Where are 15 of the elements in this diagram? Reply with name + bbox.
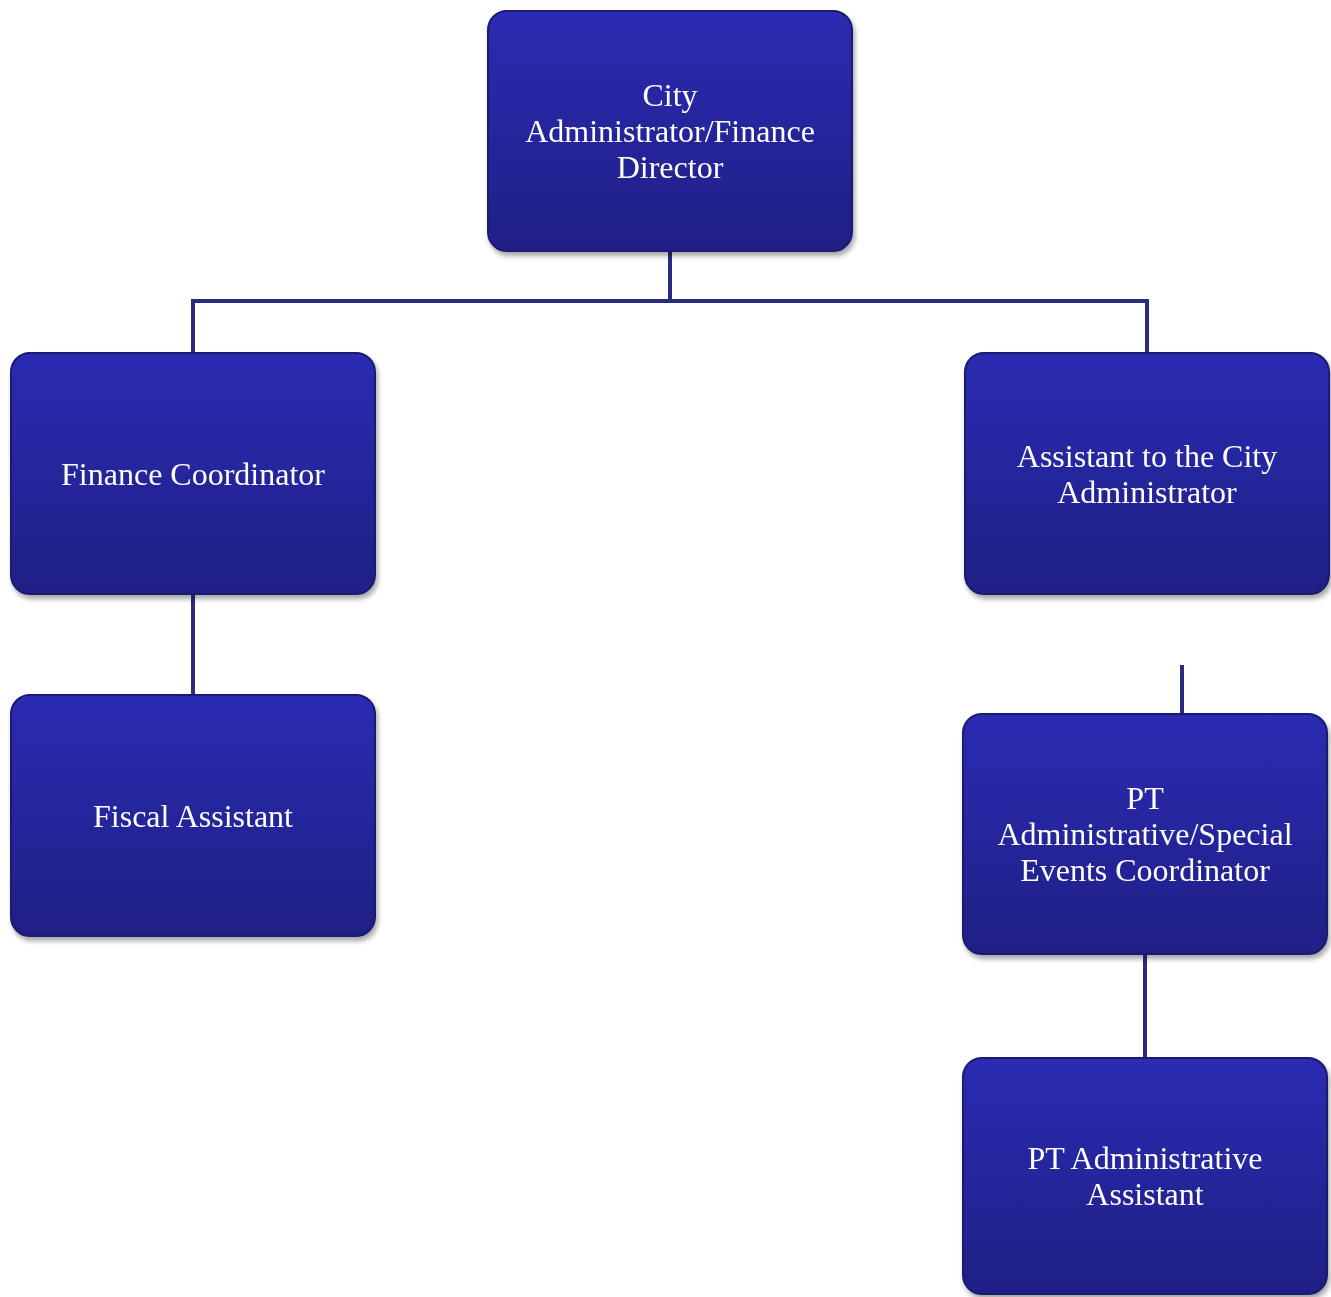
position-box	[487, 10, 853, 252]
position-box	[10, 352, 376, 595]
position-box	[962, 1057, 1328, 1295]
position-title: PT Administrative Assistant	[1026, 1140, 1264, 1212]
position-box	[962, 713, 1328, 955]
position-box	[964, 352, 1330, 595]
connector-line	[1180, 665, 1184, 713]
connector-line	[1143, 955, 1147, 1057]
position-title: PT Administrative/Special Events Coordinator	[996, 780, 1294, 888]
position-title: Fiscal Assistant	[93, 797, 293, 834]
connector-line	[191, 595, 195, 694]
position-title: City Administrator/Finance Director	[524, 77, 816, 185]
position-title: Finance Coordinator	[61, 455, 325, 492]
position-title: Assistant to the City Administrator	[1015, 437, 1279, 510]
position-box	[10, 694, 376, 937]
